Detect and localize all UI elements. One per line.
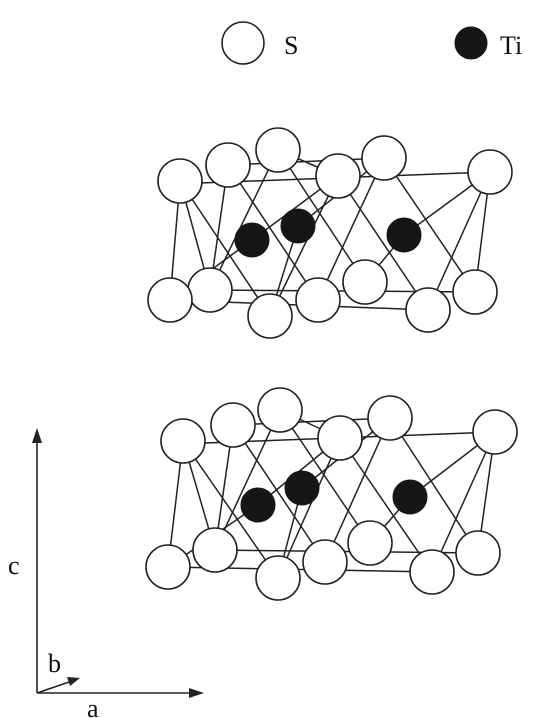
s-atom [205, 142, 251, 188]
s-atom [192, 527, 238, 573]
s-atom [361, 135, 407, 181]
c-axis-arrowhead [32, 428, 42, 443]
bond [182, 440, 279, 579]
bond [383, 157, 476, 293]
s-atom [147, 277, 193, 323]
crystal-axes: c b a [8, 428, 204, 718]
bond [269, 175, 339, 317]
lower-layer-ti-atoms [240, 470, 428, 523]
upper-layer-ti-atoms [234, 208, 422, 258]
s-atom [367, 395, 413, 441]
bond [337, 175, 429, 311]
s-atom [145, 544, 191, 590]
bond [339, 437, 433, 573]
legend-s-atom-icon [221, 21, 265, 65]
ti-atom [392, 479, 428, 515]
upper-layer-front-s-atoms [147, 259, 498, 339]
s-atom [157, 158, 203, 204]
a-axis-arrowhead [189, 688, 204, 698]
bond [232, 417, 391, 426]
s-atom [342, 259, 388, 305]
s-atom [409, 549, 455, 595]
s-atom [255, 555, 301, 601]
lower-layer-back-s-atoms [160, 387, 518, 464]
b-axis-line [36, 680, 73, 694]
lower-layer-front-s-atoms [145, 520, 501, 601]
bond [232, 424, 326, 563]
bond [279, 409, 371, 544]
ti-atom [386, 217, 422, 253]
legend-ti-atom-icon [454, 26, 488, 60]
bond [277, 149, 366, 283]
upper-layer-back-s-atoms [157, 127, 513, 204]
bond [431, 431, 496, 573]
bond [427, 171, 491, 311]
s-atom [295, 277, 341, 323]
b-axis-label: b [48, 649, 61, 678]
s-atom [405, 287, 451, 333]
upper-tis2-layer [147, 127, 513, 339]
s-atom [455, 530, 501, 576]
bond [179, 180, 271, 317]
bond [277, 437, 341, 579]
b-axis-arrowhead [67, 677, 80, 686]
ti-atom [234, 222, 270, 258]
bond [389, 417, 479, 554]
bond [324, 417, 391, 563]
s-atom [247, 293, 293, 339]
bond [227, 164, 319, 301]
s-atom [160, 418, 206, 464]
s-atom [257, 387, 303, 433]
s-atom [452, 269, 498, 315]
s-atom [210, 402, 256, 448]
a-axis-label: a [87, 694, 99, 718]
s-atom [315, 153, 361, 199]
s-atom [347, 520, 393, 566]
bond [317, 157, 385, 301]
s-atom [472, 409, 518, 455]
bond [209, 149, 279, 291]
lower-tis2-layer [145, 387, 518, 601]
ti-atom [284, 470, 320, 506]
legend-ti-label: Ti [500, 31, 522, 60]
ti-atom [280, 208, 316, 244]
legend: S Ti [221, 21, 522, 65]
s-atom [317, 415, 363, 461]
s-atom [467, 149, 513, 195]
legend-s-label: S [284, 31, 298, 60]
s-atom [255, 127, 301, 173]
s-atom [187, 267, 233, 313]
s-atom [302, 539, 348, 585]
ti-atom [240, 487, 276, 523]
c-axis-label: c [8, 551, 20, 580]
